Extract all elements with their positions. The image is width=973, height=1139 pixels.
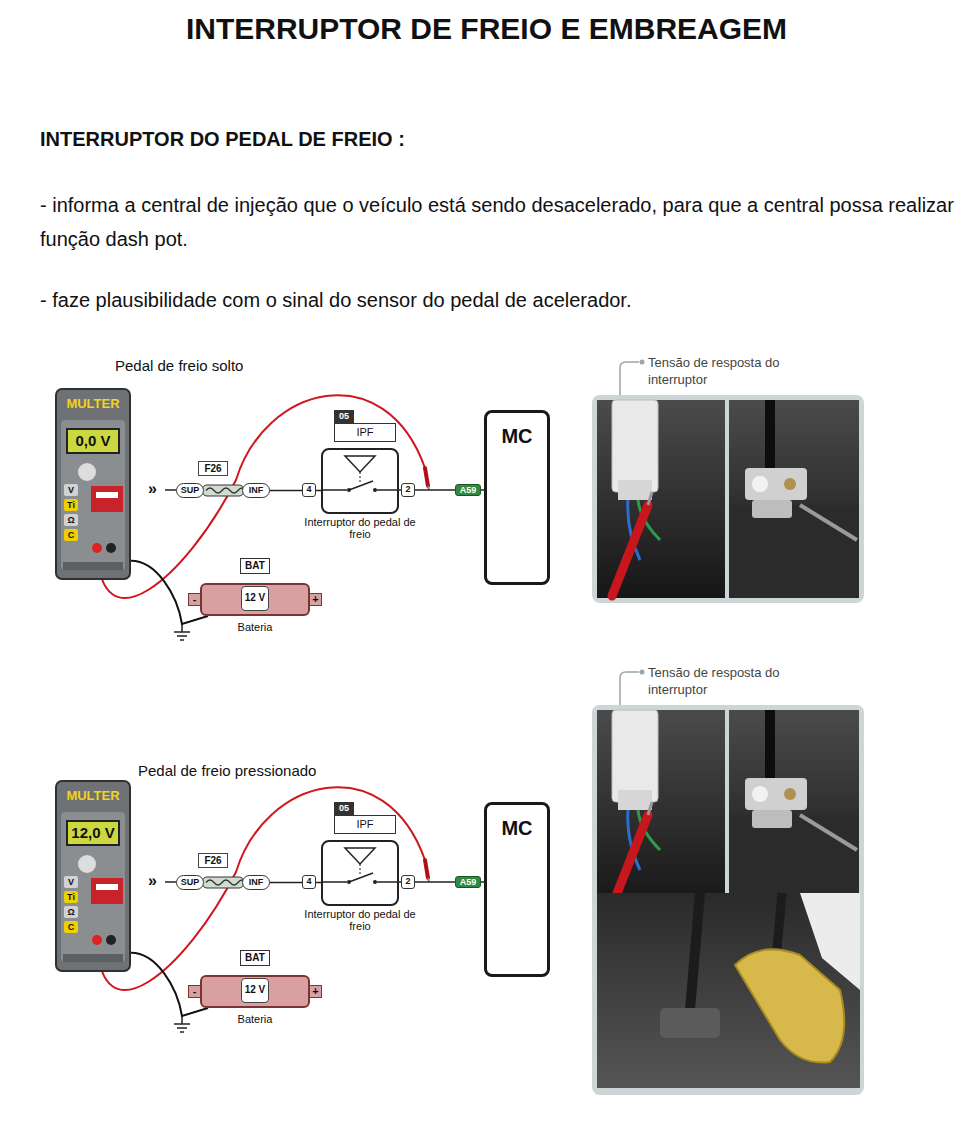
- meter-button: V: [64, 484, 78, 496]
- meter-display: 0,0 V: [66, 428, 120, 454]
- fuse-name: F26: [198, 461, 228, 476]
- photo-pair: [592, 360, 864, 604]
- battery-voltage: 12 V: [241, 978, 269, 1003]
- battery-tag: BAT: [240, 558, 270, 574]
- fuse: F26SUPINF: [176, 875, 270, 890]
- pedal-photo: [597, 893, 860, 1088]
- photo-callout: Tensão de resposta do interruptor: [648, 664, 818, 698]
- state-caption: Pedal de freio solto: [115, 357, 243, 374]
- pin-name: A59: [456, 485, 480, 495]
- meter-button: C: [64, 921, 78, 933]
- pin-number: 4: [302, 483, 316, 497]
- bullet-text: - informa a central de injeção que o veí…: [40, 188, 955, 256]
- symbol: [323, 450, 397, 512]
- section-heading: INTERRUPTOR DO PEDAL DE FREIO :: [40, 128, 405, 151]
- battery-terminal: -: [188, 985, 201, 998]
- module-name: MC: [487, 425, 547, 448]
- battery-caption: Bateria: [202, 1013, 308, 1026]
- meter-button: Ω: [64, 906, 78, 918]
- fuse-terminal: SUP: [176, 875, 204, 890]
- part-code: IPF: [334, 423, 396, 442]
- bullet-text: - faze plausibilidade com o sinal do sen…: [40, 283, 955, 317]
- probe-lead: [131, 953, 208, 1016]
- state-caption: Pedal de freio pressionado: [138, 762, 316, 779]
- part-caption: Interruptor do pedal de freio: [301, 908, 419, 932]
- brake-switch: 05IPFInterruptor do pedal de freio: [321, 840, 399, 906]
- battery-voltage: 12 V: [241, 586, 269, 611]
- supply-arrow: »: [148, 480, 157, 498]
- battery-terminal: +: [309, 593, 322, 606]
- meter-button: V: [64, 876, 78, 888]
- pin-number: 4: [302, 875, 316, 889]
- brand-label: MULTER: [59, 788, 127, 803]
- photo-callout: Tensão de resposta do interruptor: [648, 354, 818, 388]
- battery: BAT12 VBateria: [200, 975, 310, 1008]
- fuse-terminal: SUP: [176, 483, 204, 498]
- circuit-extras: [97, 395, 429, 640]
- connector-pin: A59: [455, 484, 481, 496]
- fuse: F26SUPINF: [176, 483, 270, 498]
- probe-lead: [131, 561, 208, 624]
- part-code: IPF: [334, 815, 396, 834]
- meter-display: 12,0 V: [66, 820, 120, 846]
- battery-caption: Bateria: [202, 621, 308, 634]
- brand-label: MULTER: [59, 396, 127, 411]
- meter-button: Ω: [64, 514, 78, 526]
- meter-button: Ti: [64, 891, 78, 903]
- pin-number: 2: [401, 875, 415, 889]
- part-number: 05: [334, 802, 354, 815]
- brake-switch: 05IPFInterruptor do pedal de freio: [321, 448, 399, 514]
- fuse-terminal: INF: [242, 483, 270, 498]
- part-caption: Interruptor do pedal de freio: [301, 516, 419, 540]
- pin-number: 2: [401, 483, 415, 497]
- fuse-terminal: INF: [242, 875, 270, 890]
- pin-name: A59: [456, 877, 480, 887]
- page-title: INTERRUPTOR DE FREIO E EMBREAGEM: [0, 12, 973, 46]
- symbol: [323, 842, 397, 904]
- fuse-name: F26: [198, 853, 228, 868]
- module-name: MC: [487, 817, 547, 840]
- meter-button: Ti: [64, 499, 78, 511]
- control-module: MC: [484, 410, 550, 585]
- meter-button: C: [64, 529, 78, 541]
- supply-arrow: »: [148, 872, 157, 890]
- battery-terminal: -: [188, 593, 201, 606]
- battery: BAT12 VBateria: [200, 583, 310, 616]
- part-number: 05: [334, 410, 354, 423]
- connector-pin: A59: [455, 876, 481, 888]
- battery-tag: BAT: [240, 950, 270, 966]
- control-module: MC: [484, 802, 550, 977]
- battery-terminal: +: [309, 985, 322, 998]
